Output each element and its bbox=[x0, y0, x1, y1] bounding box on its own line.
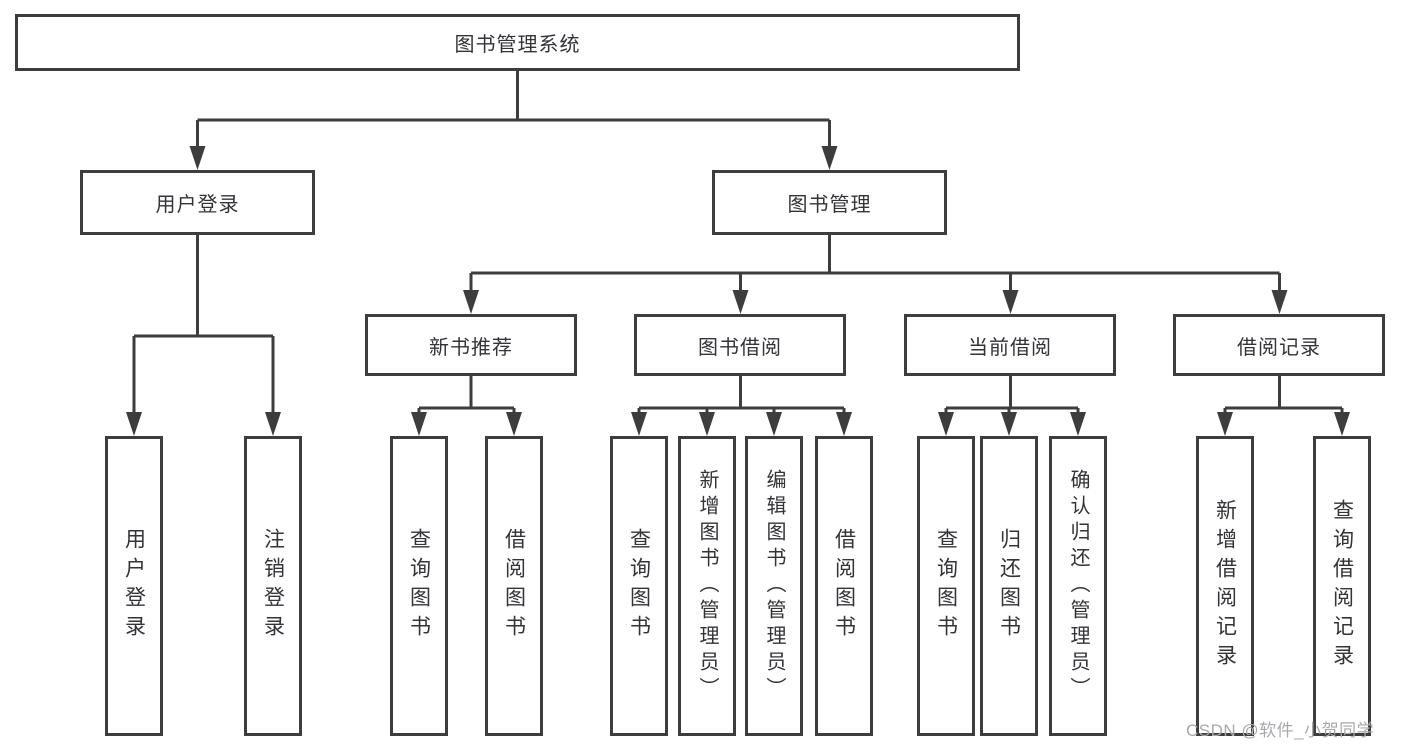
leaf-borrow-books-2: 借阅图书 bbox=[815, 436, 873, 736]
leaf-edit-book-admin: 编辑图书（管理员） bbox=[745, 436, 803, 736]
node-book-borrowing: 图书借阅 bbox=[634, 314, 846, 376]
connector-newbook-to-leaves bbox=[417, 376, 516, 414]
leaf-add-book-admin: 新增图书（管理员） bbox=[678, 436, 736, 736]
node-current-borrowing: 当前借阅 bbox=[904, 314, 1116, 376]
node-library-system: 图书管理系统 bbox=[15, 14, 1020, 71]
leaf-add-borrow-record: 新增借阅记录 bbox=[1196, 436, 1254, 736]
leaf-confirm-return-admin: 确认归还（管理员） bbox=[1049, 436, 1107, 736]
connector-root-to-level1 bbox=[196, 71, 831, 148]
leaf-user-login: 用户登录 bbox=[105, 436, 163, 736]
node-user-login: 用户登录 bbox=[80, 170, 315, 235]
leaf-query-books: 查询图书 bbox=[390, 436, 448, 736]
connector-borrowing-to-leaves bbox=[637, 376, 846, 414]
leaf-borrow-books: 借阅图书 bbox=[485, 436, 543, 736]
connector-userlogin-to-leaves bbox=[132, 235, 275, 414]
node-book-management: 图书管理 bbox=[712, 170, 947, 235]
leaf-query-books-2: 查询图书 bbox=[610, 436, 668, 736]
leaf-query-borrow-record: 查询借阅记录 bbox=[1313, 436, 1371, 736]
node-borrowing-records: 借阅记录 bbox=[1173, 314, 1385, 376]
node-new-book-recommend: 新书推荐 bbox=[365, 314, 577, 376]
connector-records-to-leaves bbox=[1223, 376, 1344, 414]
csdn-watermark: CSDN @软件_小贺同学 bbox=[1186, 721, 1375, 740]
connector-current-to-leaves bbox=[944, 376, 1080, 414]
leaf-logout: 注销登录 bbox=[244, 436, 302, 736]
leaf-return-books: 归还图书 bbox=[980, 436, 1038, 736]
leaf-query-books-3: 查询图书 bbox=[917, 436, 975, 736]
connector-bookmgmt-to-level2 bbox=[469, 235, 1281, 292]
